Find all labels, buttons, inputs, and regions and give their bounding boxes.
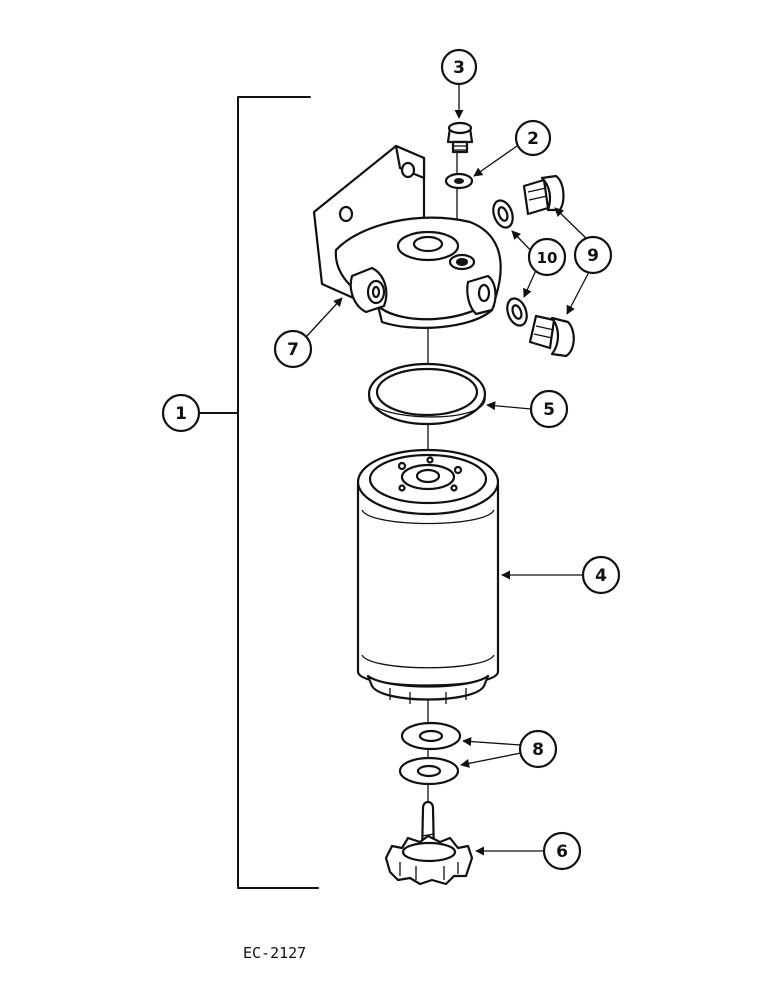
callout-9-label: 9 [587, 246, 599, 266]
filter-seal-ring [367, 362, 487, 426]
callout-5: 5 [529, 389, 569, 429]
callout-6-label: 6 [556, 842, 568, 862]
leader-lines [305, 83, 591, 856]
drain-washer-lower [398, 756, 460, 786]
sealing-washer-2 [444, 172, 474, 190]
callout-3: 3 [440, 48, 478, 86]
callout-3-label: 3 [453, 58, 465, 78]
callout-7-label: 7 [287, 340, 299, 360]
bleed-screw [446, 121, 474, 154]
filter-cartridge [356, 448, 500, 704]
drain-washer-upper [400, 721, 462, 751]
filter-head [312, 144, 502, 329]
callout-2-label: 2 [527, 129, 539, 149]
callout-1-label: 1 [175, 404, 187, 424]
callout-8-label: 8 [532, 740, 544, 760]
callout-1: 1 [161, 393, 201, 433]
drain-plug [384, 800, 474, 886]
assembly-bracket [199, 96, 319, 889]
figure-code: EC-2127 [243, 944, 306, 962]
sealing-washer-10-lower [506, 297, 528, 327]
callout-8: 8 [518, 729, 558, 769]
plug-9-upper [522, 174, 565, 216]
callout-4-label: 4 [595, 566, 607, 586]
callout-10: 10 [527, 237, 567, 277]
callout-7: 7 [273, 329, 313, 369]
callout-2: 2 [514, 119, 552, 157]
callout-9: 9 [573, 235, 613, 275]
plug-9-lower [528, 314, 575, 358]
sealing-washer-10-upper [492, 199, 514, 229]
callout-5-label: 5 [543, 400, 555, 420]
callout-4: 4 [581, 555, 621, 595]
callout-10-label: 10 [537, 249, 558, 267]
callout-6: 6 [542, 831, 582, 871]
